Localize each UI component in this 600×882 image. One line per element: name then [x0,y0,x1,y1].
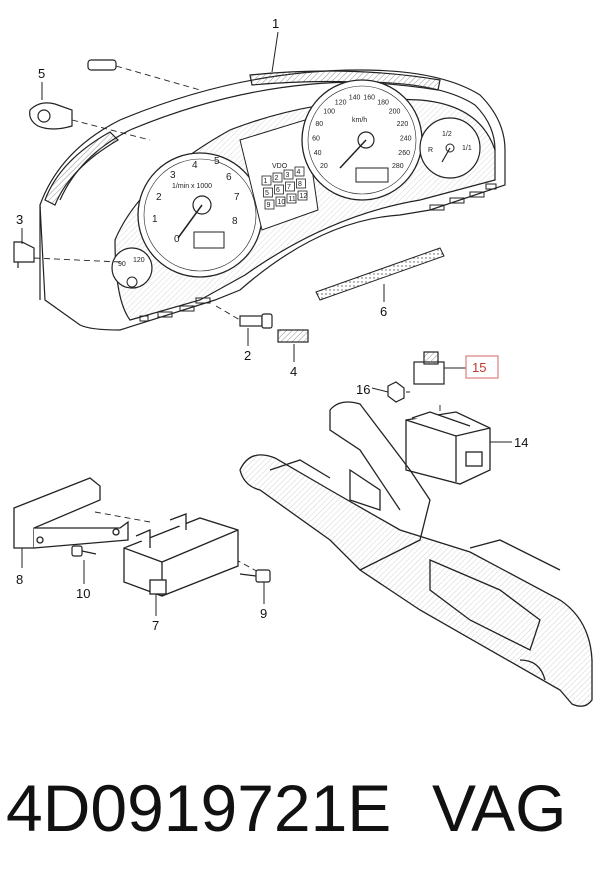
warning-light-7 [285,181,295,192]
screw-9 [239,569,271,583]
callout-15: 15 [472,360,486,375]
speedo-tick-20: 20 [320,163,328,170]
speedo-tick-200: 200 [389,109,401,116]
tacho-label: 1/min x 1000 [172,183,212,190]
seal-strip [315,247,445,301]
warning-light-9 [264,199,275,210]
tacho-tick-7: 7 [234,192,240,203]
tacho-tick-1: 1 [152,214,158,225]
speedo-tick-160: 160 [363,95,375,102]
fuel-gauge: R 1/2 1/1 [419,117,481,179]
tacho-tick-5: 5 [214,156,220,167]
footer: 4D0919721E VAG [0,770,600,870]
warning-light-label-10: 10 [278,199,286,206]
housing-14 [405,411,491,485]
warning-light-label-2: 2 [275,175,279,182]
warning-light-11 [286,193,297,204]
fuel-tick-r: R [428,147,433,154]
callout-7: 7 [152,618,159,633]
tacho-tick-0: 0 [174,234,180,245]
callout-15-box: 15 [465,355,499,379]
retaining-clip [13,241,35,268]
tachometer-gauge: 1/min x 1000 0 1 2 3 4 5 6 7 8 [137,152,263,278]
fuel-tick-half: 1/2 [442,131,452,138]
tacho-tick-6: 6 [226,172,232,183]
warning-light-5 [263,187,273,198]
callout-16: 16 [356,382,370,397]
fuel-tick-full: 1/1 [462,145,472,152]
warning-light-label-3: 3 [286,172,290,179]
warning-light-label-7: 7 [287,184,291,191]
tacho-tick-4: 4 [192,160,198,171]
warning-light-label-8: 8 [298,181,302,188]
switch-15 [413,351,445,385]
warning-light-10 [275,196,286,207]
callout-14: 14 [514,435,528,450]
warning-light-label-6: 6 [276,187,280,194]
callout-10: 10 [76,586,90,601]
warning-light-label-5: 5 [265,190,269,197]
callout-9: 9 [260,606,267,621]
warning-light-label-4: 4 [297,169,301,176]
warning-light-label-9: 9 [267,202,271,209]
speedo-tick-60: 60 [312,135,320,142]
warning-light-6 [274,184,284,195]
clip-16 [387,381,405,403]
connector-4 [277,329,309,343]
tacho-tick-3: 3 [170,170,176,181]
speedo-tick-220: 220 [397,121,409,128]
brand-name: VAG [432,771,567,845]
label-leaders [21,31,512,616]
warning-light-4 [294,166,305,177]
speedo-tick-240: 240 [400,135,412,142]
indicator-slots [139,183,497,322]
speedo-tick-260: 260 [398,150,410,157]
speedo-label: km/h [352,117,367,124]
temperature-gauge: 90 120 [111,247,153,289]
warning-light-label-1: 1 [264,178,268,185]
center-console [239,401,593,707]
speedo-tick-120: 120 [335,100,347,107]
speedo-tick-100: 100 [323,109,335,116]
speedo-tick-140: 140 [349,95,361,102]
warning-light-3 [283,169,294,180]
warning-light-2 [272,172,283,183]
screw-2 [239,313,273,329]
speedo-tick-280: 280 [392,163,404,170]
bracket-8 [13,477,129,549]
temp-tick-90: 90 [118,261,126,268]
tacho-tick-2: 2 [156,192,162,203]
warning-light-12 [297,190,308,201]
speedo-tick-80: 80 [315,121,323,128]
temp-tick-120: 120 [133,257,145,264]
part-number: 4D0919721E [6,771,392,845]
tacho-tick-8: 8 [232,216,238,227]
warning-light-1 [261,175,272,186]
callout-6: 6 [380,304,387,319]
callout-8: 8 [16,572,23,587]
bulb-holder [29,59,117,130]
callout-3: 3 [16,212,23,227]
control-unit-7 [123,513,239,597]
screw-10 [71,545,97,557]
center-label: VDO [272,163,288,170]
speedo-tick-180: 180 [377,100,389,107]
callout-1: 1 [272,16,279,31]
callout-4: 4 [290,364,297,379]
callout-5: 5 [38,66,45,81]
callout-2: 2 [244,348,251,363]
warning-light-8 [296,178,306,189]
warning-light-label-12: 12 [300,193,308,200]
exploded-parts-diagram: 1/min x 1000 0 1 2 3 4 5 6 7 8 90 120 VD… [13,16,593,707]
speedo-tick-40: 40 [314,150,322,157]
warning-light-label-11: 11 [289,196,296,203]
